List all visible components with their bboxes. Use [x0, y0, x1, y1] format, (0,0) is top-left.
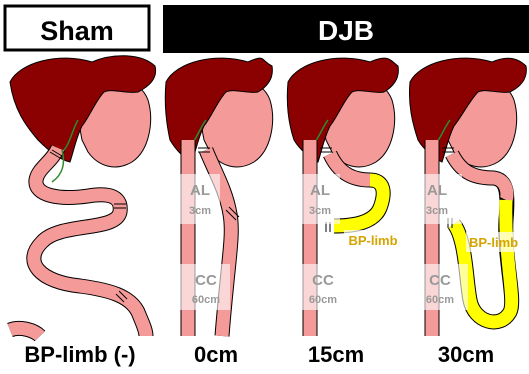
panel-sham: BP-limb (-) — [10, 56, 156, 367]
al-label: AL — [310, 182, 330, 199]
cc-label: CC — [312, 272, 334, 289]
al-length: 3cm — [309, 205, 331, 217]
bp-limb-label: BP-limb — [469, 235, 518, 250]
bottom-label-30cm: 30cm — [438, 342, 494, 367]
cc-length: 60cm — [192, 294, 220, 306]
al-label: AL — [427, 182, 447, 199]
sham-header-text: Sham — [40, 16, 114, 46]
bottom-label-15cm: 15cm — [308, 342, 364, 367]
djb-header: DJB — [163, 5, 529, 53]
panel-djb-30cm: AL 3cm CC 60cm BP-limb 30cm — [409, 58, 529, 367]
cc-length: 60cm — [309, 294, 337, 306]
cc-length: 60cm — [426, 294, 454, 306]
cc-label: CC — [429, 272, 451, 289]
panel-djb-15cm: AL 3cm CC 60cm BP-limb 15cm — [287, 58, 402, 367]
al-length: 3cm — [189, 205, 211, 217]
bottom-label-0cm: 0cm — [194, 342, 238, 367]
al-label: AL — [190, 182, 210, 199]
al-length: 3cm — [426, 205, 448, 217]
bp-limb-label: BP-limb — [348, 233, 397, 248]
cc-label: CC — [195, 272, 217, 289]
panel-djb-0cm: AL 3cm CC 60cm 0cm — [165, 58, 272, 367]
sham-header: Sham — [5, 6, 149, 50]
bottom-label-sham: BP-limb (-) — [24, 342, 135, 367]
djb-header-text: DJB — [318, 15, 374, 46]
